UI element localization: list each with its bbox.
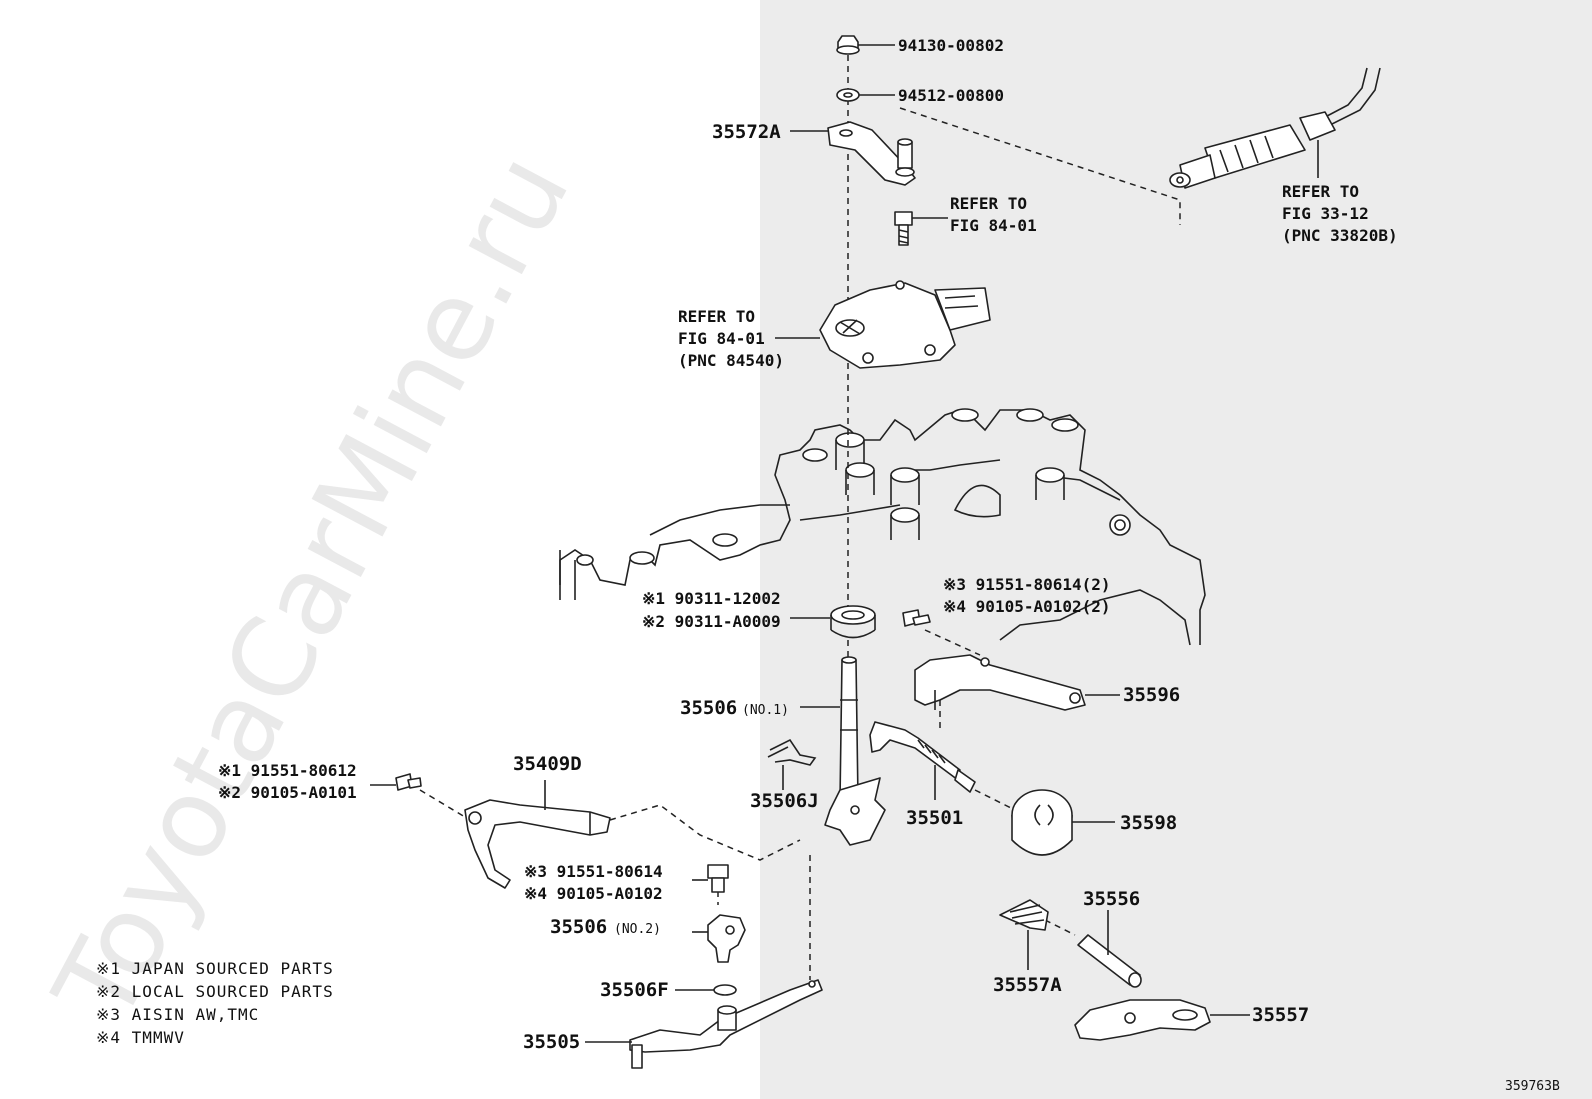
cam-35598 — [1011, 789, 1073, 856]
label-refer-33-12-1: REFER TO — [1282, 182, 1359, 201]
legend-item-3: ※3 AISIN AW,TMC — [96, 1005, 259, 1024]
label-35505: 35505 — [523, 1031, 580, 1053]
part-labels: 94130-00802 94512-00800 35572A REFER TO … — [218, 36, 1398, 1053]
pin-35506J — [767, 738, 817, 766]
bolt-left — [395, 773, 422, 791]
label-35556: 35556 — [1083, 888, 1140, 910]
label-35506-no1-sub: (NO.1) — [742, 703, 789, 718]
label-35506-no2: 35506 — [550, 916, 607, 938]
bolt-right — [902, 609, 931, 627]
label-refer-84540-3: (PNC 84540) — [678, 351, 784, 370]
label-refer-84-01-top-2: FIG 84-01 — [950, 216, 1037, 235]
legend-item-4: ※4 TMMWV — [96, 1028, 185, 1047]
label-35501: 35501 — [906, 807, 963, 829]
flange-bolt-94130 — [836, 35, 860, 55]
parking-rod-35501 — [869, 721, 976, 793]
lever-35409D — [464, 799, 611, 889]
oil-seal — [830, 605, 876, 639]
label-35506F: 35506F — [600, 979, 669, 1001]
label-94512-00800: 94512-00800 — [898, 86, 1004, 105]
detent-35506-no2 — [707, 914, 746, 963]
bolt-center — [707, 864, 729, 893]
pin-35556 — [1077, 934, 1142, 988]
o-ring-35506F — [713, 984, 737, 996]
detent-spring-35596 — [914, 654, 1086, 711]
washer-94512 — [836, 88, 860, 102]
figure-number: 359763B — [1505, 1079, 1560, 1094]
lever-35505 — [629, 979, 823, 1069]
transmission-case — [559, 408, 1206, 646]
label-35596: 35596 — [1123, 684, 1180, 706]
label-seal-1: ※1 90311-12002 — [642, 589, 781, 608]
label-bolt-left-2: ※2 90105-A0101 — [218, 783, 357, 802]
bolt-refer-84-01 — [894, 211, 913, 246]
shift-cable — [1169, 67, 1381, 189]
label-35409D: 35409D — [513, 753, 582, 775]
label-35557: 35557 — [1252, 1004, 1309, 1026]
label-94130-00802: 94130-00802 — [898, 36, 1004, 55]
label-35572A: 35572A — [712, 121, 781, 143]
label-35506-no2-sub: (NO.2) — [614, 922, 661, 937]
watermark: ToyotaCarMine.ru — [29, 134, 594, 1043]
label-bolt-right-2: ※4 90105-A0102(2) — [943, 597, 1111, 616]
label-bolt-left-1: ※1 91551-80612 — [218, 761, 357, 780]
spring-35557A — [999, 899, 1049, 931]
label-refer-33-12-2: FIG 33-12 — [1282, 204, 1369, 223]
label-bolt-center-1: ※3 91551-80614 — [524, 862, 663, 881]
label-bolt-right-1: ※3 91551-80614(2) — [943, 575, 1111, 594]
label-bolt-center-2: ※4 90105-A0102 — [524, 884, 663, 903]
neutral-start-switch — [819, 280, 991, 369]
legend-item-2: ※2 LOCAL SOURCED PARTS — [96, 982, 334, 1001]
label-refer-84540-2: FIG 84-01 — [678, 329, 765, 348]
label-seal-2: ※2 90311-A0009 — [642, 612, 781, 631]
legend-item-1: ※1 JAPAN SOURCED PARTS — [96, 959, 334, 978]
label-refer-84540-1: REFER TO — [678, 307, 755, 326]
shaft-35506-no1 — [824, 656, 886, 846]
label-refer-33-12-3: (PNC 33820B) — [1282, 226, 1398, 245]
legend: ※1 JAPAN SOURCED PARTS ※2 LOCAL SOURCED … — [96, 959, 334, 1047]
lever-35572A — [827, 121, 916, 186]
label-refer-84-01-top-1: REFER TO — [950, 194, 1027, 213]
leader-lines — [370, 44, 1319, 1043]
label-35506J: 35506J — [750, 790, 819, 812]
label-35557A: 35557A — [993, 974, 1062, 996]
label-35506-no1: 35506 — [680, 697, 737, 719]
label-35598: 35598 — [1120, 812, 1177, 834]
pawl-35557 — [1074, 999, 1211, 1041]
